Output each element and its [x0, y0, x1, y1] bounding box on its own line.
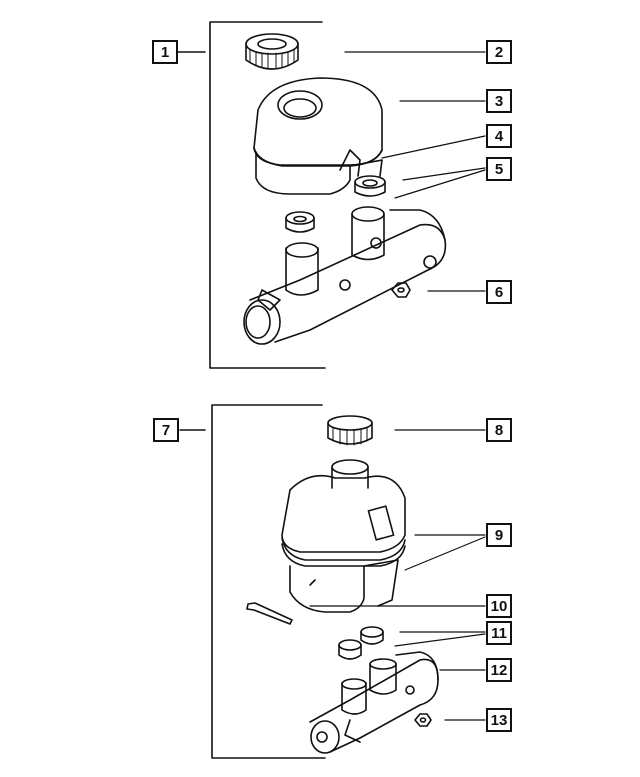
callout-3[interactable]: 3 — [486, 89, 512, 113]
callout-label: 1 — [160, 43, 170, 61]
callout-label: 5 — [494, 160, 504, 178]
nut-part-2 — [414, 713, 432, 727]
callout-label: 6 — [494, 283, 504, 301]
callout-label: 2 — [494, 43, 504, 61]
callout-12[interactable]: 12 — [486, 658, 512, 682]
callout-label: 10 — [490, 597, 508, 615]
reservoir-cap-part-2 — [327, 415, 373, 446]
grommet-part — [285, 175, 386, 233]
callout-label: 3 — [494, 92, 504, 110]
grommet-part-2 — [338, 626, 384, 660]
callout-6[interactable]: 6 — [486, 280, 512, 304]
assembly-bracket-7 — [179, 404, 326, 759]
callout-11[interactable]: 11 — [486, 621, 512, 645]
callout-label: 11 — [491, 624, 507, 642]
leader-lines-1 — [344, 51, 486, 292]
callout-8[interactable]: 8 — [486, 418, 512, 442]
callout-2[interactable]: 2 — [486, 40, 512, 64]
reservoir-part-2 — [281, 459, 406, 613]
callout-label: 8 — [494, 421, 504, 439]
callout-label: 9 — [494, 526, 504, 544]
assembly-bracket-1 — [177, 21, 326, 369]
nut-part — [391, 282, 411, 298]
callout-7[interactable]: 7 — [153, 418, 179, 442]
callout-1[interactable]: 1 — [152, 40, 178, 64]
callout-5[interactable]: 5 — [486, 157, 512, 181]
callout-13[interactable]: 13 — [486, 708, 512, 732]
reservoir-part — [253, 77, 383, 195]
callout-label: 13 — [490, 711, 508, 729]
callout-label: 4 — [494, 127, 504, 145]
master-cylinder-body-1 — [243, 206, 447, 345]
master-cylinder-body-2 — [309, 651, 439, 754]
callout-label: 12 — [490, 661, 508, 679]
reservoir-cap-part — [245, 33, 299, 70]
callout-9[interactable]: 9 — [486, 523, 512, 547]
leader-lines-7 — [309, 429, 486, 721]
callout-4[interactable]: 4 — [486, 124, 512, 148]
callout-label: 7 — [161, 421, 171, 439]
callout-10[interactable]: 10 — [486, 594, 512, 618]
pin-part — [246, 602, 293, 625]
